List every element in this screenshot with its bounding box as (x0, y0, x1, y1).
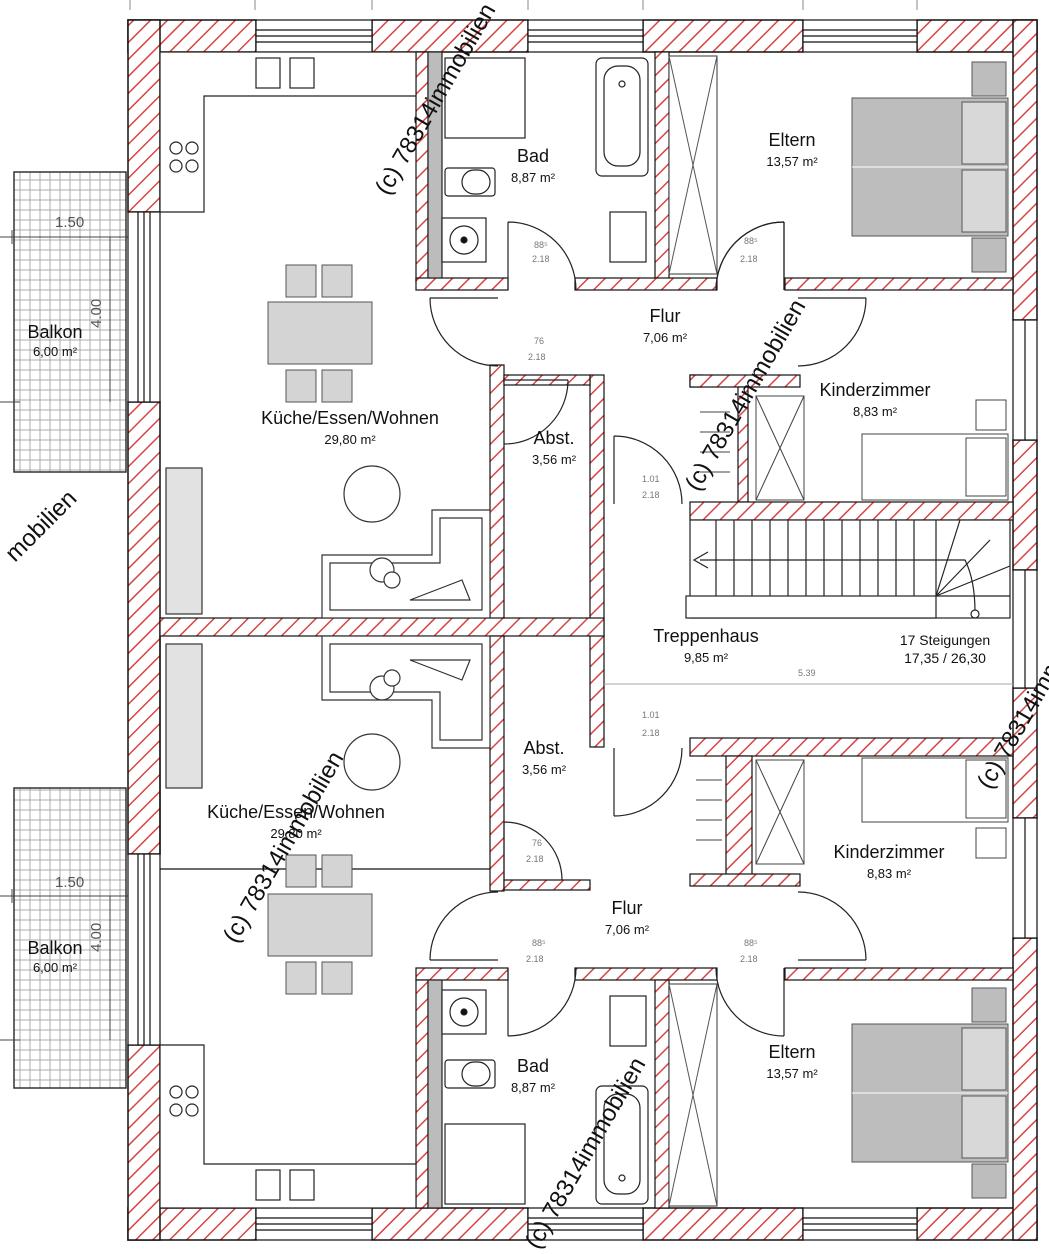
door-dim-218: 2.18 (532, 254, 550, 264)
door-dim-218: 2.18 (526, 854, 544, 864)
room-name: Eltern (768, 130, 816, 150)
room-name: Kinderzimmer (833, 842, 945, 862)
door-dim-88: 88⁵ (534, 240, 548, 250)
kids-bottom-furniture (696, 757, 1009, 865)
room-area: 3,56 m² (521, 761, 567, 777)
room-name: Eltern (768, 1042, 816, 1062)
room-area: 8,87 m² (510, 169, 556, 185)
room-area: 3,56 m² (531, 451, 577, 467)
stair-steps: 17 Steigungen (899, 632, 991, 648)
kitchen-top (159, 51, 417, 213)
balcony-top-width: 1.50 (55, 214, 85, 231)
staircase (685, 519, 1011, 619)
room-name: Balkon (27, 322, 83, 342)
label-parents-top: Eltern 13,57 m² (742, 130, 842, 170)
stair-step-size: 17,35 / 26,30 (904, 650, 986, 667)
room-area: 29,80 m² (324, 431, 376, 447)
kitchen-bottom (159, 1044, 417, 1209)
room-name: Flur (611, 898, 643, 918)
room-area: 6,00 m² (32, 959, 78, 975)
door-dim-101: 1.01 (642, 710, 660, 720)
label-hall-top: Flur 7,06 m² (620, 306, 710, 346)
doors (429, 221, 867, 1037)
room-area: 7,06 m² (604, 921, 650, 937)
exterior-walls (127, 19, 1038, 1241)
room-name: Bad (516, 146, 550, 166)
room-area: 13,57 m² (766, 153, 818, 169)
room-name: Treppenhaus (653, 626, 759, 646)
label-bath-top: Bad 8,87 m² (493, 146, 573, 186)
door-dim-218: 2.18 (642, 728, 660, 738)
door-dim-88: 88⁵ (744, 938, 758, 948)
room-name: Balkon (27, 938, 83, 958)
door-dim-76: 76 (532, 838, 543, 848)
room-name: Bad (516, 1056, 550, 1076)
balcony-top (0, 171, 140, 473)
door-dim-88: 88⁵ (532, 938, 546, 948)
label-bath-bottom: Bad 8,87 m² (493, 1056, 573, 1096)
label-storage-bottom: Abst. 3,56 m² (504, 738, 584, 778)
label-kids-top: Kinderzimmer 8,83 m² (800, 380, 950, 420)
door-dim-218: 2.18 (642, 490, 660, 500)
room-name: Abst. (533, 428, 575, 448)
room-area: 13,57 m² (766, 1065, 818, 1081)
room-area: 8,83 m² (852, 403, 898, 419)
label-hall-bottom: Flur 7,06 m² (582, 898, 672, 938)
parents-top-furniture (668, 55, 1009, 275)
door-dim-101: 1.01 (642, 474, 660, 484)
room-area: 9,85 m² (683, 649, 729, 665)
label-parents-bottom: Eltern 13,57 m² (742, 1042, 842, 1082)
room-name: Kinderzimmer (819, 380, 931, 400)
room-area: 8,83 m² (866, 865, 912, 881)
label-balcony-top: Balkon 6,00 m² (14, 322, 96, 360)
door-dim-218: 2.18 (740, 254, 758, 264)
bath-top-fixtures (427, 51, 649, 279)
balcony-bottom-width: 1.50 (55, 874, 85, 891)
dining-top (267, 264, 373, 403)
room-name: Küche/Essen/Wohnen (261, 408, 439, 428)
label-kids-bottom: Kinderzimmer 8,83 m² (814, 842, 964, 882)
label-storage-top: Abst. 3,56 m² (514, 428, 594, 468)
label-stairwell: Treppenhaus 9,85 m² (636, 626, 776, 666)
door-dim-76: 76 (534, 336, 545, 346)
room-area: 29,80 m² (270, 825, 322, 841)
windows (127, 19, 1038, 1241)
label-living-bottom: Küche/Essen/Wohnen 29,80 m² (186, 802, 406, 842)
door-dim-218: 2.18 (740, 954, 758, 964)
balcony-top-length: 4.00 (88, 298, 105, 328)
room-area: 7,06 m² (642, 329, 688, 345)
balcony-bottom-length: 4.00 (88, 922, 105, 952)
living-furniture-bottom (165, 635, 491, 791)
label-living-top: Küche/Essen/Wohnen 29,80 m² (240, 408, 460, 448)
label-balcony-bottom: Balkon 6,00 m² (14, 938, 96, 976)
room-name: Küche/Essen/Wohnen (207, 802, 385, 822)
door-dim-218: 2.18 (526, 954, 544, 964)
living-furniture-top (165, 465, 491, 619)
door-dim-88: 88⁵ (744, 236, 758, 246)
dining-bottom (267, 854, 373, 995)
stair-width-dim: 5.39 (798, 668, 816, 678)
top-reference-lines (129, 0, 918, 10)
room-area: 6,00 m² (32, 343, 78, 359)
room-name: Abst. (523, 738, 565, 758)
room-area: 8,87 m² (510, 1079, 556, 1095)
parents-bottom-furniture (668, 983, 1009, 1207)
label-stair-steps: 17 Steigungen 17,35 / 26,30 (880, 632, 1010, 666)
bath-bottom-fixtures (427, 979, 649, 1209)
kids-top-furniture (700, 395, 1009, 501)
door-dim-218: 2.18 (528, 352, 546, 362)
room-name: Flur (649, 306, 681, 326)
